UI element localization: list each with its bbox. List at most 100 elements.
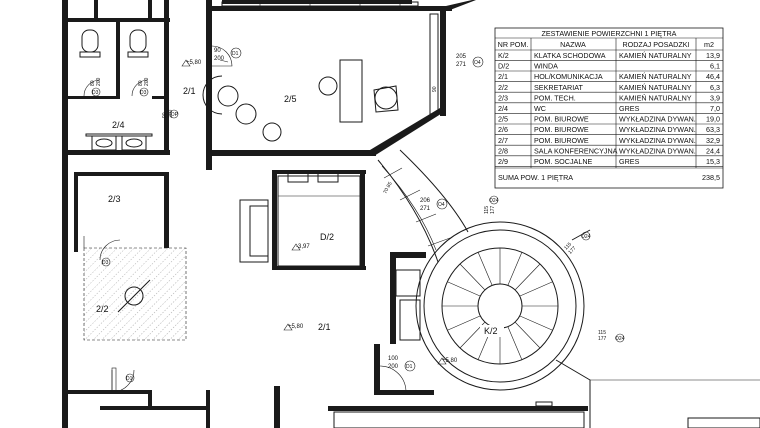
table-cell: KLATKA SCHODOWA bbox=[534, 51, 606, 60]
room-label-2-2: 2/2 bbox=[96, 304, 109, 314]
door-tag: D1 bbox=[232, 51, 239, 57]
table-cell: 2/7 bbox=[498, 136, 508, 145]
o24-width-2: 115 bbox=[563, 241, 573, 251]
wc-door-tag-1: D3 bbox=[92, 90, 99, 96]
room-label-2-4: 2/4 bbox=[112, 120, 125, 130]
window-height: 271 bbox=[456, 62, 467, 68]
lower-walls bbox=[274, 344, 760, 428]
table-cell: 2/5 bbox=[498, 115, 508, 124]
table-header: NAZWA bbox=[560, 40, 586, 49]
table-row: 2/7 POM. BIUROWE WYKŁADZINA DYWAN. 32,9 bbox=[495, 136, 723, 146]
room-label-2-3: 2/3 bbox=[108, 194, 121, 204]
table-cell: WYKŁADZINA DYWAN. bbox=[619, 125, 696, 134]
table-cell: POM. BIUROWE bbox=[534, 115, 589, 124]
o24-height-1: 177 bbox=[490, 205, 496, 214]
table-cell: 2/1 bbox=[498, 72, 508, 81]
table-cell: 2/9 bbox=[498, 157, 508, 166]
o24-tag-1: O24 bbox=[489, 198, 499, 204]
room-label-2-1-hall: 2/1 bbox=[318, 322, 331, 332]
table-cell: 2/4 bbox=[498, 104, 508, 113]
table-cell: GRES bbox=[619, 157, 640, 166]
o24-width-3: 115 bbox=[598, 330, 606, 336]
table-cell: 7,0 bbox=[710, 104, 720, 113]
door-height-3: 200 bbox=[168, 109, 174, 118]
table-cell: 2/3 bbox=[498, 93, 508, 102]
table-header: RODZAJ POSADZKI bbox=[622, 40, 689, 49]
bottom-door-tag: D1 bbox=[126, 376, 133, 382]
o24-height-2: 177 bbox=[567, 245, 577, 255]
table-row: 2/9 POM. SOCJALNE GRES 15,3 bbox=[495, 157, 723, 167]
level-mark-4: -3,97 bbox=[296, 244, 310, 250]
wc-door-height-1: 200 bbox=[96, 77, 102, 86]
room-label-2-5: 2/5 bbox=[284, 94, 297, 104]
level-mark-3: +5,80 bbox=[442, 358, 458, 364]
table-cell: WYKŁADZINA DYWAN. bbox=[619, 115, 696, 124]
table-cell: K/2 bbox=[498, 51, 509, 60]
door-width-3: 90 bbox=[162, 112, 168, 118]
table-cell: 2/2 bbox=[498, 83, 508, 92]
table-header: NR POM. bbox=[498, 40, 529, 49]
table-cell: WC bbox=[534, 104, 546, 113]
window-width: 205 bbox=[456, 54, 467, 60]
table-cell: WYKŁADZINA DYWAN. bbox=[619, 136, 696, 145]
wc-door-height-2: 200 bbox=[144, 77, 150, 86]
office-furniture bbox=[202, 45, 399, 142]
room-label-k-2: K/2 bbox=[484, 326, 498, 336]
elevator bbox=[239, 170, 366, 270]
door-tag-3: DP bbox=[171, 112, 179, 118]
door-height: 200 bbox=[214, 56, 225, 62]
door-tags: 90 200 D1 205 271 O4 206 271 O4 100 200 … bbox=[90, 47, 625, 383]
table-headers: NR POM. NAZWA RODZAJ POSADZKI m2 bbox=[498, 40, 714, 49]
table-cell: KAMIEŃ NATURALNY bbox=[619, 72, 692, 81]
door-height-2: 200 bbox=[388, 364, 399, 370]
room-labels: 2/1 2/5 2/4 2/3 2/2 D/2 2/1 K/2 bbox=[96, 86, 504, 337]
table-cell: 24,4 bbox=[706, 146, 720, 155]
table-cell: POM. BIUROWE bbox=[534, 136, 589, 145]
window-tag: O4 bbox=[474, 60, 481, 66]
door-width: 90 bbox=[214, 48, 221, 54]
table-cell: KAMIEŃ NATURALNY bbox=[619, 93, 692, 102]
table-cell: WINDA bbox=[534, 62, 558, 71]
table-cell: 63,3 bbox=[706, 125, 720, 134]
level-mark-2: +5,80 bbox=[288, 324, 304, 330]
table-cell: POM. BIUROWE bbox=[534, 125, 589, 134]
wc-door-tag-2: D3 bbox=[140, 90, 147, 96]
wc-door-width-2: 80 bbox=[138, 80, 144, 86]
table-cell: 32,9 bbox=[706, 136, 720, 145]
corridor-dim-label: 70 85 bbox=[382, 181, 393, 195]
o24-tag-3: O24 bbox=[615, 336, 625, 342]
secretariat-zone bbox=[83, 236, 187, 393]
door-tag-2: D1 bbox=[406, 364, 413, 370]
wc-door-width-1: 80 bbox=[90, 80, 96, 86]
window-90-label: 90 bbox=[432, 86, 438, 92]
table-cell: SALA KONFERENCYJNA bbox=[534, 146, 618, 155]
total-value: 238,5 bbox=[702, 173, 720, 182]
k2-label-bg bbox=[480, 325, 504, 337]
table-cell: 15,3 bbox=[706, 157, 720, 166]
wc-cabins bbox=[68, 22, 164, 151]
window-height-2: 271 bbox=[420, 206, 431, 212]
table-header: m2 bbox=[704, 40, 714, 49]
staircase bbox=[390, 221, 591, 428]
table-cell: 46,4 bbox=[706, 72, 720, 81]
door-width-2: 100 bbox=[388, 356, 399, 362]
o24-tag-2: O24 bbox=[581, 234, 591, 240]
table-cell: 13,9 bbox=[706, 51, 720, 60]
window-width-2: 206 bbox=[420, 198, 431, 204]
table-cell: 2/8 bbox=[498, 146, 508, 155]
o24-height-3: 177 bbox=[598, 336, 607, 342]
o24-width-1: 115 bbox=[484, 206, 490, 214]
table-title: ZESTAWIENIE POWIERZCHNI 1 PIĘTRA bbox=[542, 29, 677, 38]
table-cell: 3,9 bbox=[710, 93, 720, 102]
table-cell: 6,3 bbox=[710, 83, 720, 92]
left-wing-walls bbox=[62, 0, 210, 428]
table-cell: 6,1 bbox=[710, 62, 720, 71]
table-cell: POM. SOCJALNE bbox=[534, 157, 593, 166]
